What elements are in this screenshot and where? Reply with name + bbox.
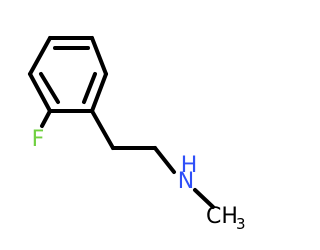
- molecule-svg: F H N CH 3: [28, 36, 246, 233]
- methyl-label: CH: [206, 204, 238, 229]
- fluorine-label: F: [32, 127, 45, 152]
- chain-bond: [153, 146, 176, 174]
- c-f-bond: [40, 109, 52, 128]
- methyl-subscript: 3: [236, 215, 246, 233]
- ring-bond: [90, 72, 108, 113]
- nitrogen-label: N: [178, 169, 194, 194]
- ring-double-bond: [82, 72, 97, 104]
- structure-diagram: F H N CH 3: [28, 36, 246, 233]
- nitrogen-h-label: H: [181, 153, 198, 178]
- propyl-chain: [90, 109, 176, 174]
- ring-bond: [28, 36, 52, 76]
- chain-bond: [90, 109, 115, 150]
- ring-bond: [28, 72, 52, 113]
- ring-bond: [90, 36, 108, 76]
- ring-double-bond: [39, 72, 60, 104]
- n-methyl-bond: [193, 188, 215, 209]
- benzene-ring: [28, 36, 108, 113]
